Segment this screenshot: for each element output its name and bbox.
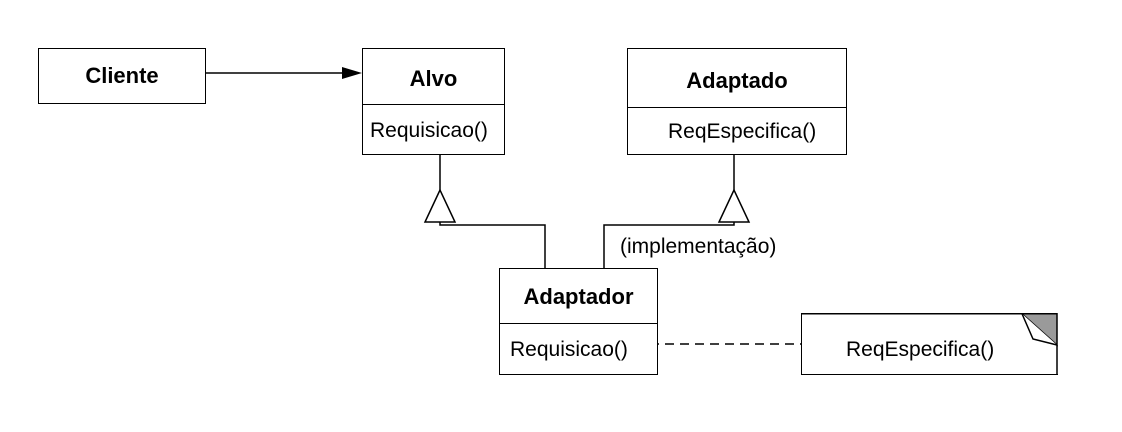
note-dogear-icon — [800, 313, 1058, 375]
class-cliente: Cliente — [38, 48, 206, 104]
inheritance-triangle-alvo — [423, 188, 457, 223]
class-alvo-title: Alvo — [409, 66, 458, 91]
inheritance-triangle-adaptado — [717, 188, 751, 223]
class-adaptado-divider — [628, 107, 846, 108]
inheritance-path-alvo — [439, 222, 546, 268]
class-adaptador-divider — [500, 323, 657, 324]
implementation-label: (implementação) — [620, 235, 777, 258]
class-adaptador-title: Adaptador — [523, 284, 634, 309]
note-box: ReqEspecifica() — [800, 313, 1058, 375]
class-cliente-title: Cliente — [85, 63, 159, 88]
class-adaptado-title: Adaptado — [686, 68, 788, 93]
class-alvo-method: Requisicao() — [370, 119, 488, 142]
class-adaptado: Adaptado ReqEspecifica() — [627, 48, 847, 155]
inheritance-path-adaptado — [603, 222, 735, 268]
class-adaptador: Adaptador Requisicao() — [499, 268, 658, 375]
class-adaptador-method: Requisicao() — [510, 338, 628, 361]
class-alvo: Alvo Requisicao() — [362, 48, 505, 155]
class-adaptado-method: ReqEspecifica() — [668, 120, 817, 143]
note-text: ReqEspecifica() — [846, 338, 995, 361]
association-arrowhead — [342, 67, 362, 79]
class-alvo-divider — [363, 104, 504, 105]
